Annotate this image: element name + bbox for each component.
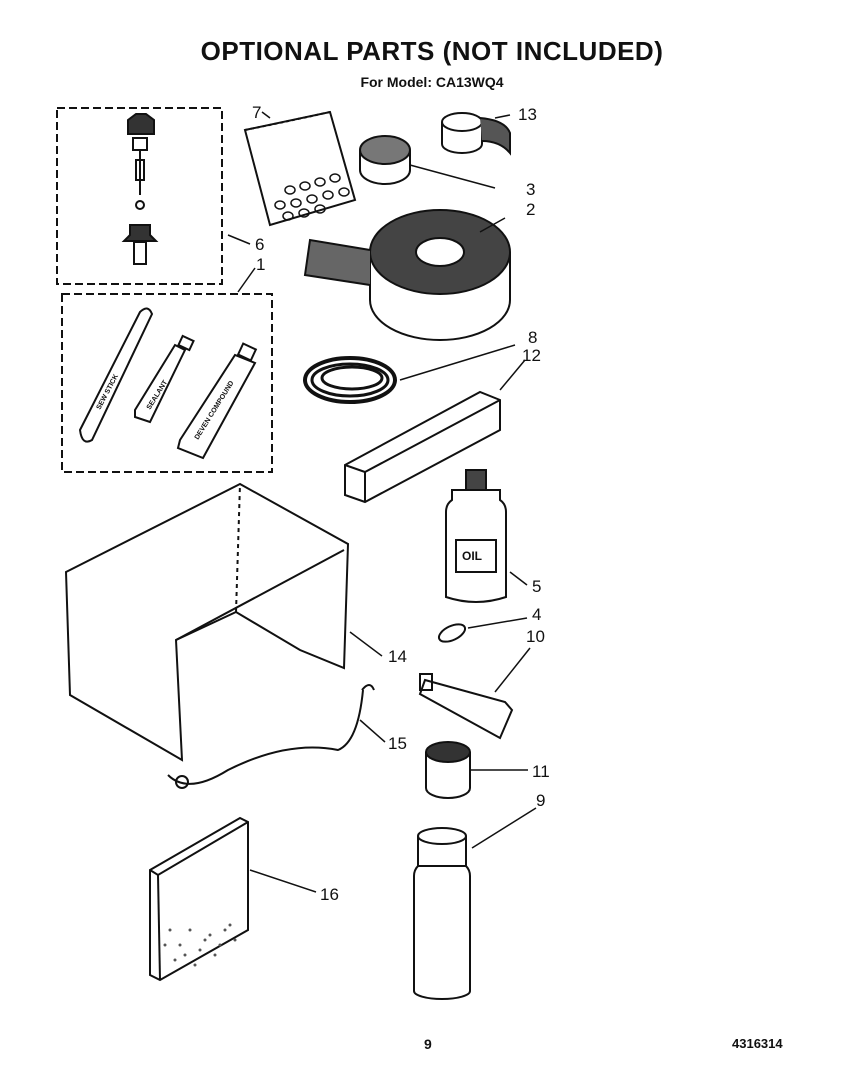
callout-10: 10 [526,627,545,646]
part-2-insulation-roll [303,209,511,341]
callouts: 7 13 3 2 6 1 8 12 5 4 10 14 15 11 9 16 [252,103,550,904]
callout-15: 15 [388,734,407,753]
part-14-cover [64,482,350,762]
page-number: 9 [424,1036,432,1052]
part-11-tape [425,741,471,799]
callout-6: 6 [255,235,264,254]
callout-7: 7 [252,103,261,122]
callout-5: 5 [532,577,541,596]
callout-14: 14 [388,647,407,666]
part-4-clip [437,623,467,643]
part-5-oil-bottle [445,469,507,603]
part-9-spray-can [413,827,471,1000]
page-title: OPTIONAL PARTS (NOT INCLUDED) [200,36,664,66]
document-code: 4316314 [732,1036,783,1051]
model-subtitle: For Model: CA13WQ4 [360,74,504,90]
callout-2: 2 [526,200,535,219]
callout-11: 11 [532,762,550,781]
callout-8: 8 [528,328,537,347]
callout-3: 3 [526,180,535,199]
part-13-tape [441,112,511,156]
callout-16: 16 [320,885,339,904]
part-10-tube [418,673,514,740]
callout-13: 13 [518,105,537,124]
part-6-valve-kit [56,107,223,285]
part-15-cord [167,684,375,789]
part-8-coil [303,356,397,404]
callout-4: 4 [532,605,541,624]
leader-lines [227,111,537,893]
part-7-washer-bag [243,110,357,227]
part-12-foam-bar [344,390,501,504]
callout-1: 1 [256,255,265,274]
part-1-sealant-kit [61,293,273,473]
part-3-tape-roll [359,135,411,185]
part-16-filter [149,816,249,982]
oil-label: OIL [462,549,482,563]
callout-9: 9 [536,791,545,810]
callout-12: 12 [522,346,541,365]
